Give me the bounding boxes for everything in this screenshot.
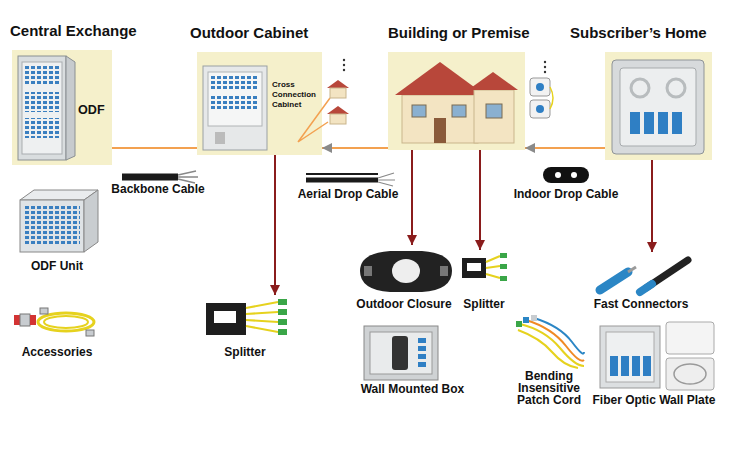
connector-line (274, 155, 276, 295)
wall-box-picture (364, 326, 438, 380)
product-label: Splitter (200, 346, 290, 358)
connector-line (411, 150, 413, 245)
product-label: Bending Insensitive Patch Cord (513, 370, 585, 406)
splitter-picture (462, 253, 507, 281)
arrowhead (647, 242, 657, 252)
connector (407, 150, 417, 245)
product-item: Outdoor Closure (352, 245, 456, 310)
panel-heading: Central Exchange (10, 22, 137, 39)
outdoor-closure-picture (360, 251, 452, 292)
arrowhead (525, 143, 535, 153)
panel-heading: Subscriber’s Home (570, 24, 707, 41)
connector (475, 150, 485, 250)
panel-box: Outdoor CabinetCross Connection Cabinet (197, 52, 322, 155)
product-item: Bending Insensitive Patch Cord (513, 318, 585, 406)
socket-devices (530, 61, 553, 118)
product-item: Fast Connectors (588, 252, 694, 310)
product-label: Wall Mounted Box (355, 383, 470, 395)
panel-heading: Building or Premise (388, 24, 530, 41)
arrowhead (322, 143, 332, 153)
panel-box: Subscriber’s Home (605, 52, 712, 160)
aerial-cable-picture (306, 173, 395, 186)
building-house (395, 62, 518, 143)
panel-box: Central ExchangeODF (12, 50, 112, 165)
panel-label: ODF (78, 102, 118, 118)
connector-line (479, 150, 481, 250)
connector (322, 143, 388, 153)
product-label: ODF Unit (12, 260, 102, 272)
product-label: Accessories (12, 346, 102, 358)
home-terminal-box (612, 60, 704, 154)
product-label: Aerial Drop Cable (292, 188, 404, 200)
product-label: Fiber Optic Wall Plate (586, 394, 722, 406)
product-item: ODF Unit (12, 188, 102, 272)
panel-label: Cross Connection Cabinet (272, 80, 320, 110)
backbone-cable-picture (122, 171, 198, 183)
connector-line (112, 147, 197, 149)
indoor-cable-picture (543, 167, 589, 183)
connector-line (651, 160, 653, 252)
wall-plate-picture (600, 322, 714, 390)
patch-cord-picture (516, 315, 584, 368)
connector (525, 143, 605, 153)
connector (647, 160, 657, 252)
drop-lines (298, 98, 330, 142)
arrowhead (407, 235, 417, 245)
connector (112, 148, 197, 149)
product-label: Splitter (458, 298, 510, 310)
product-item: Indoor Drop Cable (510, 165, 622, 200)
product-item: Accessories (12, 298, 102, 358)
product-item: Splitter (200, 295, 290, 358)
product-item: Wall Mounted Box (355, 322, 470, 395)
fast-connector-picture (600, 260, 688, 292)
panel-heading: Outdoor Cabinet (190, 24, 308, 41)
connector-line (525, 147, 605, 149)
splitter-picture (206, 299, 287, 335)
odf-unit-picture (20, 190, 98, 252)
odf-rack (18, 56, 75, 160)
arrowhead (270, 285, 280, 295)
product-label: Fast Connectors (588, 298, 694, 310)
product-item: Splitter (458, 250, 510, 310)
product-item: Backbone Cable (108, 170, 208, 195)
connector (270, 155, 280, 295)
small-houses (327, 59, 349, 124)
product-label: Indoor Drop Cable (510, 188, 622, 200)
product-label: Outdoor Closure (352, 298, 456, 310)
cross-connection-cabinet (203, 66, 267, 150)
product-item: Aerial Drop Cable (292, 168, 404, 200)
arrowhead (475, 240, 485, 250)
product-item: Fiber Optic Wall Plate (586, 318, 722, 406)
product-label: Backbone Cable (108, 183, 208, 195)
accessories-picture (14, 308, 94, 336)
panel-box: Building or Premise (388, 52, 525, 150)
